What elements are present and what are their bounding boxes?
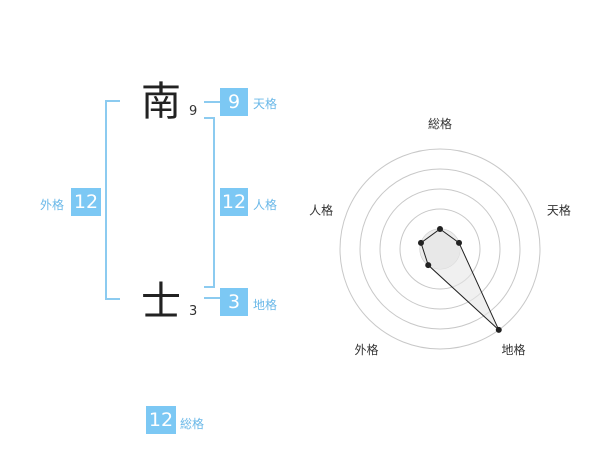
radar-axis-label: 総格 (428, 116, 452, 131)
tenkaku-connector (204, 101, 220, 103)
gaikaku-value-box: 12 (71, 188, 101, 216)
soukaku-label: 総格 (180, 417, 205, 431)
chikaku-label: 地格 (253, 298, 278, 312)
stroke-count-2: 3 (189, 304, 198, 319)
name-char-1: 南 (141, 79, 181, 125)
gaikaku-bracket (105, 100, 107, 300)
jinkaku-bracket-bottom (204, 286, 214, 288)
chikaku-value-box: 3 (220, 288, 248, 316)
jinkaku-label: 人格 (253, 198, 278, 212)
radar-ring (339, 148, 541, 350)
radar-axis-label: 地格 (501, 342, 525, 357)
gaikaku-bracket-top (105, 100, 120, 102)
radar-point-1 (437, 226, 443, 232)
radar-ring (399, 208, 481, 290)
radar-series-polygon (420, 228, 500, 331)
radar-axis-label: 天格 (547, 202, 571, 217)
tenkaku-label: 天格 (253, 97, 278, 111)
radar-axis-label: 人格 (309, 202, 333, 217)
radar-point-4 (425, 262, 432, 269)
radar-axis-label: 外格 (355, 342, 379, 357)
jinkaku-value-box: 12 (220, 188, 248, 216)
name-char-2: 士 (141, 279, 181, 325)
tenkaku-value-box: 9 (220, 88, 248, 116)
radar-ring (359, 168, 521, 330)
soukaku-value-box: 12 (146, 406, 176, 434)
radar-point-2 (456, 239, 463, 246)
radar-point-5 (417, 239, 424, 246)
radar-ring (379, 188, 501, 310)
stroke-count-1: 9 (189, 104, 198, 119)
gaikaku-label: 外格 (40, 198, 65, 212)
radar-point-3 (495, 326, 502, 333)
jinkaku-bracket (213, 117, 215, 288)
chikaku-connector (204, 297, 220, 299)
jinkaku-bracket-top (204, 117, 214, 119)
gaikaku-bracket-bottom (105, 298, 120, 300)
